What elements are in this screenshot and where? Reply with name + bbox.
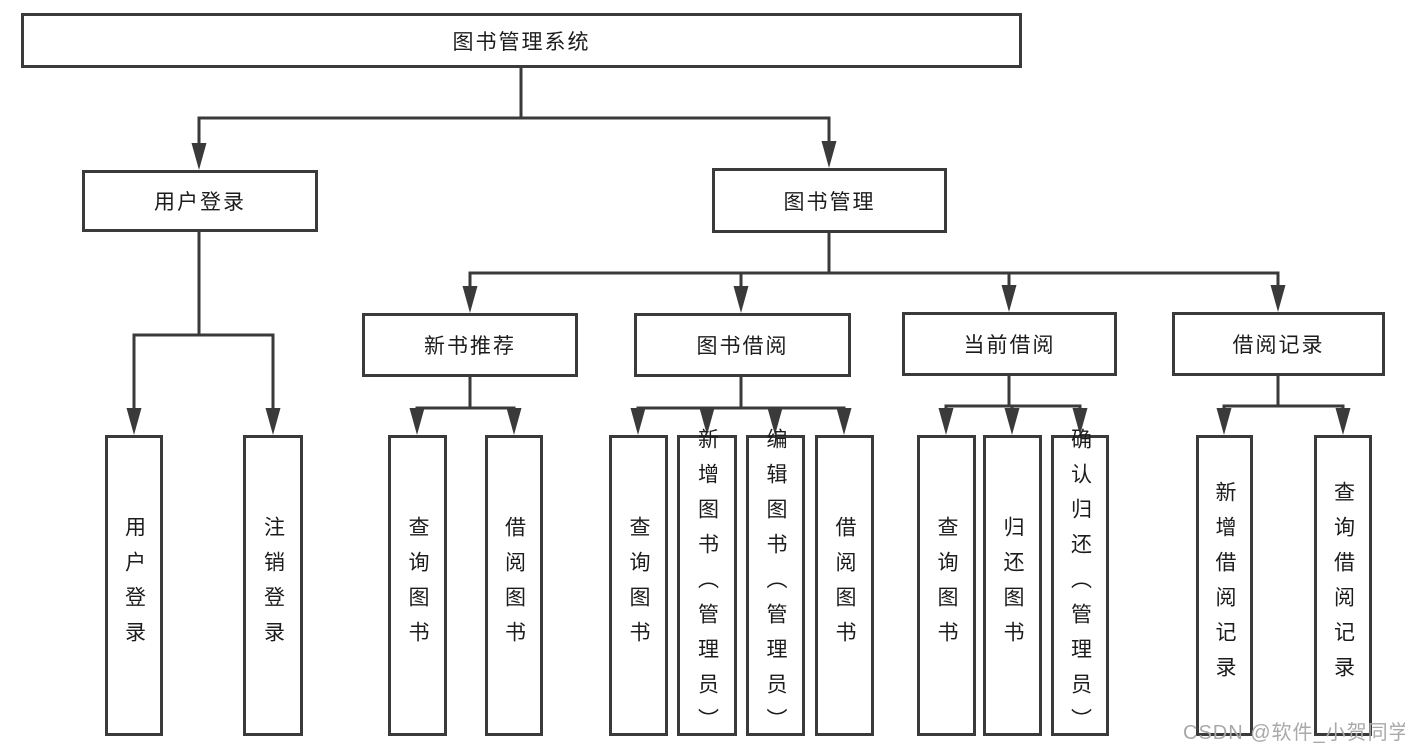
arrowhead-icon: [1004, 408, 1020, 435]
leaf-return-books: 归还图书: [983, 435, 1042, 736]
arrowhead-icon: [767, 408, 783, 435]
arrowhead-icon: [462, 286, 478, 313]
arrowhead-icon: [506, 408, 522, 435]
arrowhead-icon: [1335, 408, 1351, 435]
leaf-logout: 注销登录: [243, 435, 303, 736]
node-borrowing-records: 借阅记录: [1172, 312, 1385, 376]
leaf-query-borrow-record-label: 查询借阅记录: [1331, 480, 1355, 691]
leaf-query-books-1-label: 查询图书: [406, 515, 429, 656]
leaf-add-borrow-record-label: 新增借阅记录: [1213, 480, 1236, 691]
node-user-login-label: 用户登录: [154, 191, 246, 214]
arrowhead-icon: [265, 408, 281, 435]
leaf-user-login: 用户登录: [105, 435, 163, 736]
node-new-book-recommendation-label: 新书推荐: [424, 335, 516, 358]
node-current-borrowing-label: 当前借阅: [963, 334, 1056, 357]
node-book-borrowing-label: 图书借阅: [696, 335, 789, 358]
arrowhead-icon: [821, 141, 837, 168]
leaf-borrow-books-2: 借阅图书: [815, 435, 874, 736]
leaf-edit-books-admin-label: 编辑图书（管理员）: [764, 428, 787, 743]
leaf-add-borrow-record: 新增借阅记录: [1196, 435, 1253, 736]
leaf-user-login-label: 用户登录: [122, 515, 146, 656]
leaf-borrow-books-1-label: 借阅图书: [502, 515, 526, 656]
arrowhead-icon: [1216, 408, 1232, 435]
arrowhead-icon: [630, 408, 646, 435]
leaf-confirm-return-admin: 确认归还（管理员）: [1051, 428, 1109, 743]
arrowhead-icon: [836, 408, 852, 435]
node-user-login: 用户登录: [82, 170, 318, 232]
watermark: CSDN @软件_小贺同学: [1183, 722, 1405, 744]
arrowhead-icon: [191, 143, 207, 170]
arrowhead-icon: [409, 408, 425, 435]
arrowhead-icon: [938, 408, 954, 435]
node-borrowing-records-label: 借阅记录: [1232, 334, 1325, 357]
arrowhead-icon: [1270, 285, 1286, 312]
leaf-add-books-admin: 新增图书（管理员）: [677, 428, 737, 743]
node-root: 图书管理系统: [21, 13, 1022, 68]
node-current-borrowing: 当前借阅: [902, 312, 1117, 376]
node-new-book-recommendation: 新书推荐: [362, 313, 578, 377]
arrowhead-icon: [1001, 285, 1017, 312]
leaf-add-books-admin-label: 新增图书（管理员）: [695, 428, 719, 743]
node-book-management-label: 图书管理: [783, 190, 876, 214]
leaf-query-books-2: 查询图书: [609, 435, 668, 736]
leaf-query-books-1: 查询图书: [388, 435, 447, 736]
arrowhead-icon: [699, 408, 715, 435]
leaf-edit-books-admin: 编辑图书（管理员）: [746, 428, 805, 743]
leaf-confirm-return-admin-label: 确认归还（管理员）: [1068, 428, 1092, 743]
leaf-borrow-books-1: 借阅图书: [485, 435, 543, 736]
arrowhead-icon: [733, 286, 749, 313]
node-book-management: 图书管理: [712, 168, 947, 233]
leaf-return-books-label: 归还图书: [1001, 515, 1024, 656]
leaf-query-books-3: 查询图书: [917, 435, 976, 736]
leaf-logout-label: 注销登录: [261, 515, 285, 656]
arrowhead-icon: [126, 408, 142, 435]
leaf-query-borrow-record: 查询借阅记录: [1314, 435, 1372, 736]
node-root-label: 图书管理系统: [452, 30, 591, 54]
leaf-query-books-2-label: 查询图书: [627, 515, 650, 656]
leaf-borrow-books-2-label: 借阅图书: [833, 515, 856, 656]
node-book-borrowing: 图书借阅: [634, 313, 851, 377]
leaf-query-books-3-label: 查询图书: [935, 515, 958, 656]
arrowhead-icon: [1072, 408, 1088, 435]
